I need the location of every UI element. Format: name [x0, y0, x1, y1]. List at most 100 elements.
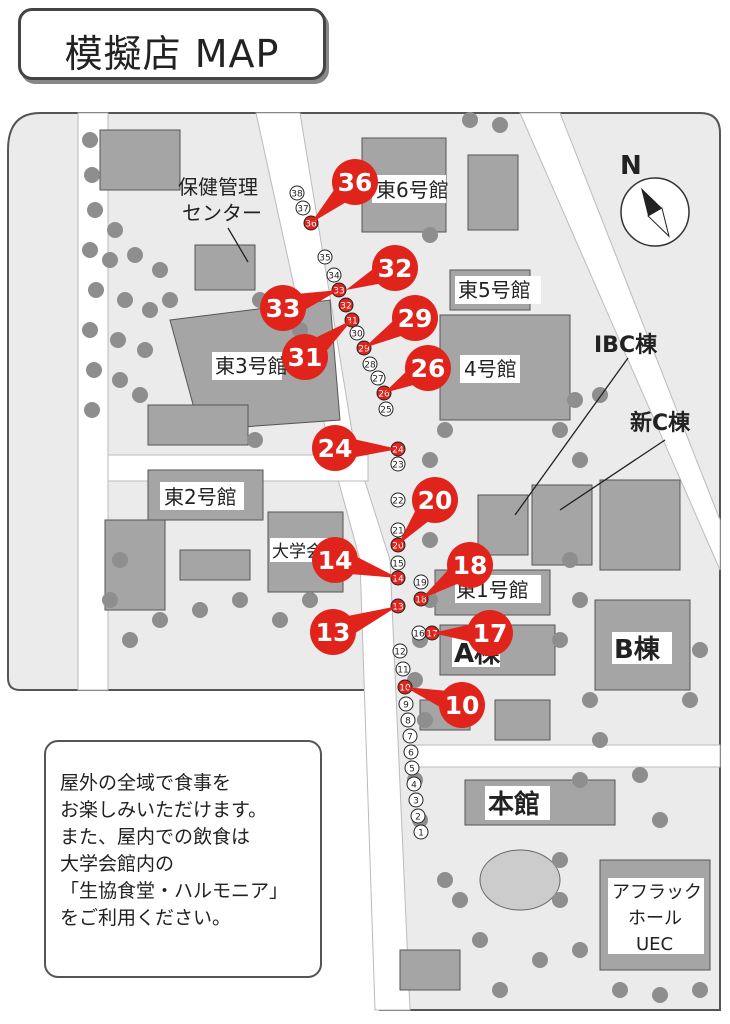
stall-circle: [390, 492, 406, 508]
label-health-2: センター: [182, 201, 262, 225]
stall-number: 1: [418, 829, 424, 839]
label-health-1: 保健管理: [178, 175, 258, 199]
stall-circle: [398, 696, 414, 712]
pin-number: 17: [473, 619, 508, 648]
stall-circle: [390, 555, 406, 571]
pin-number: 14: [318, 546, 353, 575]
pin-head: [372, 245, 418, 291]
stall-circle: [390, 456, 406, 472]
stall-circle: [395, 661, 411, 677]
stall-circle: [378, 401, 394, 417]
road-east: [519, 112, 721, 571]
stall-circle: [370, 370, 386, 386]
stall-number: 3: [413, 797, 419, 807]
tree: [302, 592, 318, 608]
building-west-a: [179, 549, 251, 581]
stall-circle: [317, 249, 333, 265]
tree: [437, 872, 453, 888]
stall-number: 23: [392, 461, 403, 471]
tree: [232, 592, 248, 608]
tree: [82, 132, 98, 148]
stall-number: 25: [380, 406, 391, 416]
tree: [632, 767, 648, 783]
tree: [142, 302, 158, 318]
tree: [107, 222, 123, 238]
tree: [132, 387, 148, 403]
tree: [417, 712, 433, 728]
stall-circle: [349, 325, 365, 341]
stall-marker: 6: [403, 744, 419, 760]
pin-marker: 32: [346, 245, 418, 291]
stall-circle: [326, 267, 342, 283]
stall-marker: 2: [410, 808, 426, 824]
compass-letter: N: [620, 151, 642, 181]
compass-needle-south: [647, 207, 670, 238]
tree: [162, 292, 178, 308]
tree: [552, 422, 568, 438]
page-title: 模擬店 MAP: [64, 32, 280, 76]
tree: [422, 452, 438, 468]
tree: [192, 602, 208, 618]
tree: [122, 632, 138, 648]
stall-number: 19: [415, 579, 427, 589]
tree: [612, 982, 628, 998]
stall-number: 6: [408, 749, 414, 759]
road-south: [409, 744, 721, 768]
tree: [552, 892, 568, 908]
label-east4: 4号館: [464, 357, 517, 381]
building-east3-annex: [147, 404, 249, 446]
stall-number: 8: [405, 717, 411, 727]
note-line: お楽しみいただけます。: [60, 799, 268, 821]
building-small-1: [494, 699, 551, 741]
pin-marker: 18: [421, 542, 493, 599]
stall-marker: 21: [390, 522, 406, 538]
tree: [452, 892, 468, 908]
tree: [462, 112, 478, 128]
pin-head: [312, 425, 358, 471]
note-line: また、屋内での飲食は: [60, 826, 251, 848]
stall-number: 27: [372, 375, 383, 385]
tree: [572, 592, 588, 608]
stall-number: 11: [397, 666, 408, 676]
building-ibc: [477, 494, 529, 556]
label-aflac-1: アフラック: [612, 882, 702, 903]
note-line: 屋外の全域で食事を: [60, 772, 232, 794]
tree: [692, 982, 708, 998]
stall-number: 9: [403, 701, 409, 711]
pin-marker: 26: [384, 345, 451, 393]
tree: [492, 117, 508, 133]
note-box: 屋外の全域で食事を お楽しみいただけます。 また、屋内での飲食は 大学会館内の …: [44, 740, 322, 978]
pin-number: 10: [445, 691, 480, 720]
tree: [112, 372, 128, 388]
stall-number: 36: [305, 220, 317, 230]
tree: [84, 402, 100, 418]
stall-number: 15: [392, 560, 403, 570]
pin-number: 20: [418, 486, 453, 515]
note-line: 大学会館内の: [60, 853, 175, 875]
main-road: [255, 112, 411, 1011]
stall-marker: 23: [390, 456, 406, 472]
pin-marker: 24: [312, 425, 398, 471]
compass: N: [620, 151, 690, 247]
label-east2: 東2号館: [164, 485, 237, 509]
tree: [572, 942, 588, 958]
pin-head: [282, 334, 328, 380]
label-east3: 東3号館: [215, 354, 288, 378]
pin-head: [392, 295, 438, 341]
tree: [117, 292, 133, 308]
compass-needle-north: [641, 187, 662, 216]
stall-marker: 5: [404, 760, 420, 776]
tree: [562, 552, 578, 568]
tree: [102, 252, 118, 268]
stall-marker: 3: [408, 792, 424, 808]
building-shinc-east: [599, 479, 681, 571]
tree: [652, 812, 668, 828]
tree: [272, 612, 288, 628]
pin-marker: 29: [364, 295, 438, 348]
pin-marker: 31: [282, 320, 352, 380]
stall-number: 37: [297, 205, 308, 215]
tree: [82, 242, 98, 258]
stall-marker: 22: [390, 492, 406, 508]
